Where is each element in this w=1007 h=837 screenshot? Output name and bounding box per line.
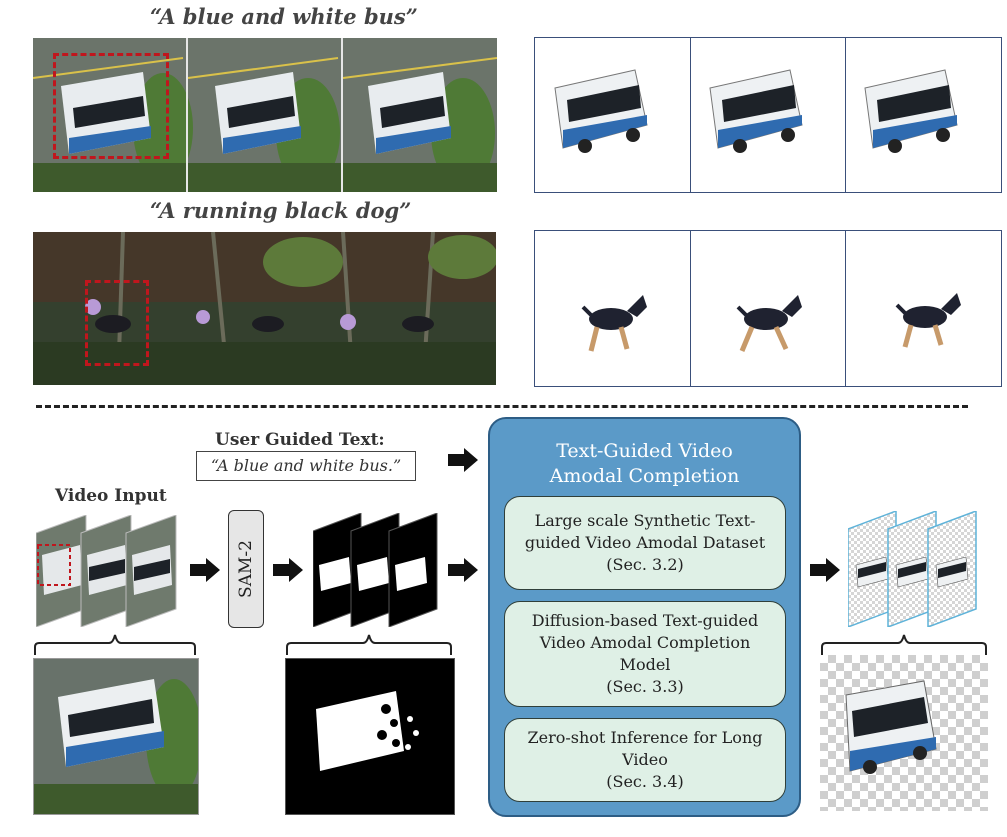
example-caption-bus: “A blue and white bus” xyxy=(150,4,418,29)
module-line: Video xyxy=(622,750,668,769)
module-line: Diffusion-based Text-guided xyxy=(531,611,759,630)
brace-masks xyxy=(286,634,452,655)
example-caption-dog: “A running black dog” xyxy=(150,198,412,223)
dog-bounding-box xyxy=(85,280,149,366)
arrow-right-icon xyxy=(810,558,840,582)
bus-result-frame xyxy=(845,38,1000,192)
bus-shape xyxy=(215,72,301,154)
bus-scene-illustration xyxy=(33,38,497,192)
video-frame-preview xyxy=(33,658,199,815)
module-line: Video Amodal Completion xyxy=(539,633,751,652)
video-input-stack xyxy=(36,515,177,627)
module-diffusion-model: Diffusion-based Text-guided Video Amodal… xyxy=(504,601,786,707)
main-title-line2: Amodal Completion xyxy=(549,465,740,487)
arrow-right-icon xyxy=(448,448,478,472)
mask-preview xyxy=(285,658,455,815)
sam2-label: SAM-2 xyxy=(236,540,257,598)
module-line: guided Video Amodal Dataset xyxy=(524,533,766,552)
dog-result-panel xyxy=(534,230,1002,387)
bus-result-panel xyxy=(534,37,1002,193)
bus-bounding-box xyxy=(53,53,169,159)
arrow-right-icon xyxy=(273,558,303,582)
dog-result-frame xyxy=(535,231,691,386)
text-guided-video-amodal-completion-box: Text-Guided Video Amodal Completion Larg… xyxy=(488,417,801,817)
module-zero-shot-inference: Zero-shot Inference for Long Video (Sec.… xyxy=(504,718,786,802)
brace-output xyxy=(821,634,987,655)
bus-shape xyxy=(61,72,151,154)
brace-video-input xyxy=(34,634,196,655)
dog-input-frames xyxy=(33,232,496,385)
user-text-box: “A blue and white bus.” xyxy=(196,451,416,481)
module-line: (Sec. 3.4) xyxy=(606,772,684,791)
module-line: (Sec. 3.3) xyxy=(606,677,684,696)
dog-scene-illustration xyxy=(33,232,496,385)
user-text-label: User Guided Text: xyxy=(215,430,385,450)
module-synthetic-dataset: Large scale Synthetic Text- guided Video… xyxy=(504,496,786,590)
bus-input-frames xyxy=(33,38,497,192)
main-title-line1: Text-Guided Video xyxy=(556,440,733,462)
bus-result-frame xyxy=(535,38,691,192)
dog-result-frame xyxy=(690,231,846,386)
sam2-module: SAM-2 xyxy=(228,510,264,628)
module-line: Model xyxy=(619,655,671,674)
mask-stack xyxy=(313,513,438,627)
arrow-right-icon xyxy=(190,558,220,582)
output-preview xyxy=(820,655,988,811)
bus-shape xyxy=(368,72,451,154)
bus-result-frame xyxy=(690,38,846,192)
arrow-right-icon xyxy=(448,558,478,582)
module-line: Zero-shot Inference for Long xyxy=(527,728,763,747)
video-input-label: Video Input xyxy=(55,486,167,506)
output-stack xyxy=(848,511,977,627)
dog-result-frame xyxy=(845,231,1000,386)
module-line: Large scale Synthetic Text- xyxy=(534,511,756,530)
module-line: (Sec. 3.2) xyxy=(606,555,684,574)
section-divider xyxy=(36,405,968,408)
